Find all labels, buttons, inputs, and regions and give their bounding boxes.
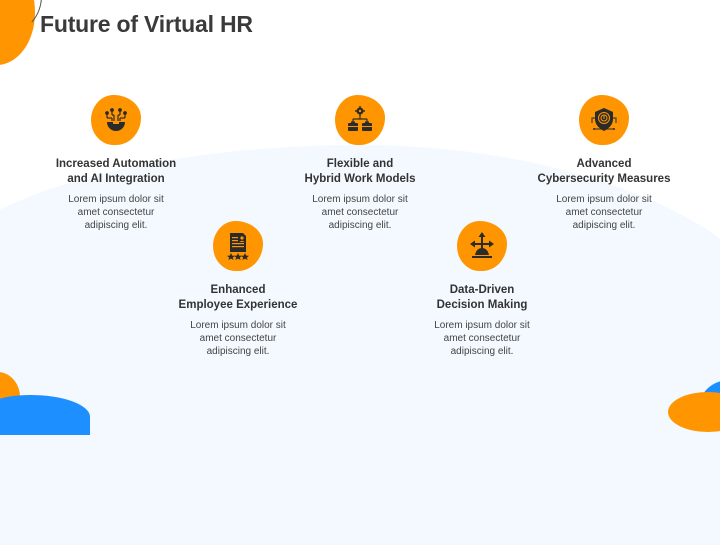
feature-item-data-driven: Data-Driven Decision Making Lorem ipsum … xyxy=(402,221,562,358)
feature-title-line: Data-Driven xyxy=(449,284,515,296)
feature-title-line: Cybersecurity Measures xyxy=(537,173,671,185)
cybersecurity-shield-icon xyxy=(591,108,617,131)
hybrid-work-icon xyxy=(348,106,372,131)
icon-blob xyxy=(335,95,385,145)
feature-desc-line: amet consectetur xyxy=(565,207,643,218)
feature-desc-line: amet consectetur xyxy=(443,333,521,344)
feature-title-line: Advanced xyxy=(576,158,632,170)
feature-description: Lorem ipsum dolor sit amet consectetur a… xyxy=(280,193,440,232)
feature-title-line: Decision Making xyxy=(436,299,528,311)
feature-desc-line: adipiscing elit. xyxy=(206,346,270,357)
feature-desc-line: adipiscing elit. xyxy=(450,346,514,357)
feature-title-line: and AI Integration xyxy=(67,173,165,185)
decision-arrows-icon xyxy=(470,232,494,258)
feature-title: Flexible and Hybrid Work Models xyxy=(280,157,440,187)
feature-title-line: Flexible and xyxy=(326,158,394,170)
feature-item-cybersecurity: Advanced Cybersecurity Measures Lorem ip… xyxy=(524,95,684,232)
feature-desc-line: amet consectetur xyxy=(199,333,277,344)
feature-title-line: Hybrid Work Models xyxy=(304,173,416,185)
feature-desc-line: adipiscing elit. xyxy=(328,220,392,231)
feature-description: Lorem ipsum dolor sit amet consectetur a… xyxy=(158,319,318,358)
feature-title: Advanced Cybersecurity Measures xyxy=(524,157,684,187)
feature-desc-line: adipiscing elit. xyxy=(84,220,148,231)
feature-title: Enhanced Employee Experience xyxy=(158,283,318,313)
slide-title: Future of Virtual HR xyxy=(40,11,253,37)
feature-desc-line: amet consectetur xyxy=(321,207,399,218)
feature-desc-line: Lorem ipsum dolor sit xyxy=(190,320,286,331)
feature-item-automation: Increased Automation and AI Integration … xyxy=(36,95,196,232)
feature-desc-line: Lorem ipsum dolor sit xyxy=(68,194,164,205)
feature-title-line: Increased Automation xyxy=(55,158,177,170)
icon-blob xyxy=(579,95,629,145)
feature-item-hybrid-work: Flexible and Hybrid Work Models Lorem ip… xyxy=(280,95,440,232)
feature-desc-line: Lorem ipsum dolor sit xyxy=(434,320,530,331)
icon-blob xyxy=(457,221,507,271)
icon-blob xyxy=(213,221,263,271)
automation-gear-icon xyxy=(105,108,127,131)
feature-title: Data-Driven Decision Making xyxy=(402,283,562,313)
feature-desc-line: Lorem ipsum dolor sit xyxy=(312,194,408,205)
feature-desc-line: adipiscing elit. xyxy=(572,220,636,231)
feature-title: Increased Automation and AI Integration xyxy=(36,157,196,187)
feature-description: Lorem ipsum dolor sit amet consectetur a… xyxy=(524,193,684,232)
feature-desc-line: amet consectetur xyxy=(77,207,155,218)
feature-description: Lorem ipsum dolor sit amet consectetur a… xyxy=(402,319,562,358)
feature-description: Lorem ipsum dolor sit amet consectetur a… xyxy=(36,193,196,232)
feature-title-line: Employee Experience xyxy=(178,299,298,311)
feature-item-employee-experience: Enhanced Employee Experience Lorem ipsum… xyxy=(158,221,318,358)
employee-profile-icon xyxy=(227,233,249,260)
feature-desc-line: Lorem ipsum dolor sit xyxy=(556,194,652,205)
icon-blob xyxy=(91,95,141,145)
decor-arc-top-left xyxy=(0,0,42,32)
feature-title-line: Enhanced xyxy=(210,284,266,296)
